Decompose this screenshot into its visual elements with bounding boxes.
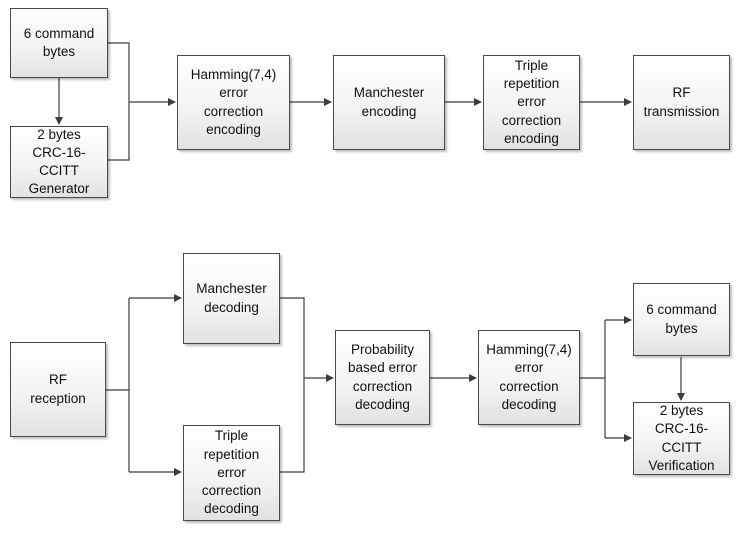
hamming-encoding-box: Hamming(7,4) error correction encoding <box>177 55 290 150</box>
hamming-decoding-box: Hamming(7,4) error correction decoding <box>478 330 580 425</box>
line-manchester-to-merge <box>280 297 305 473</box>
line-command-to-junction <box>108 42 130 102</box>
rf-transmission-box: RF transmission <box>633 55 730 150</box>
crc-verification-box: 2 bytes CRC-16-CCITT Verification <box>633 402 730 475</box>
manchester-encoding-box: Manchester encoding <box>333 55 445 150</box>
triple-repetition-decoding-box: Triple repetition error correction decod… <box>183 425 280 521</box>
line-crc-to-junction <box>108 102 130 161</box>
crc-generator-box: 2 bytes CRC-16-CCITT Generator <box>10 126 108 198</box>
triple-repetition-encoding-box: Triple repetition error correction encod… <box>483 55 580 150</box>
command-bytes-output-box: 6 command bytes <box>633 283 730 356</box>
probability-decoding-box: Probability based error correction decod… <box>335 330 430 425</box>
command-bytes-box: 6 command bytes <box>10 8 108 78</box>
manchester-decoding-box: Manchester decoding <box>183 253 280 344</box>
rf-reception-box: RF reception <box>10 342 106 437</box>
